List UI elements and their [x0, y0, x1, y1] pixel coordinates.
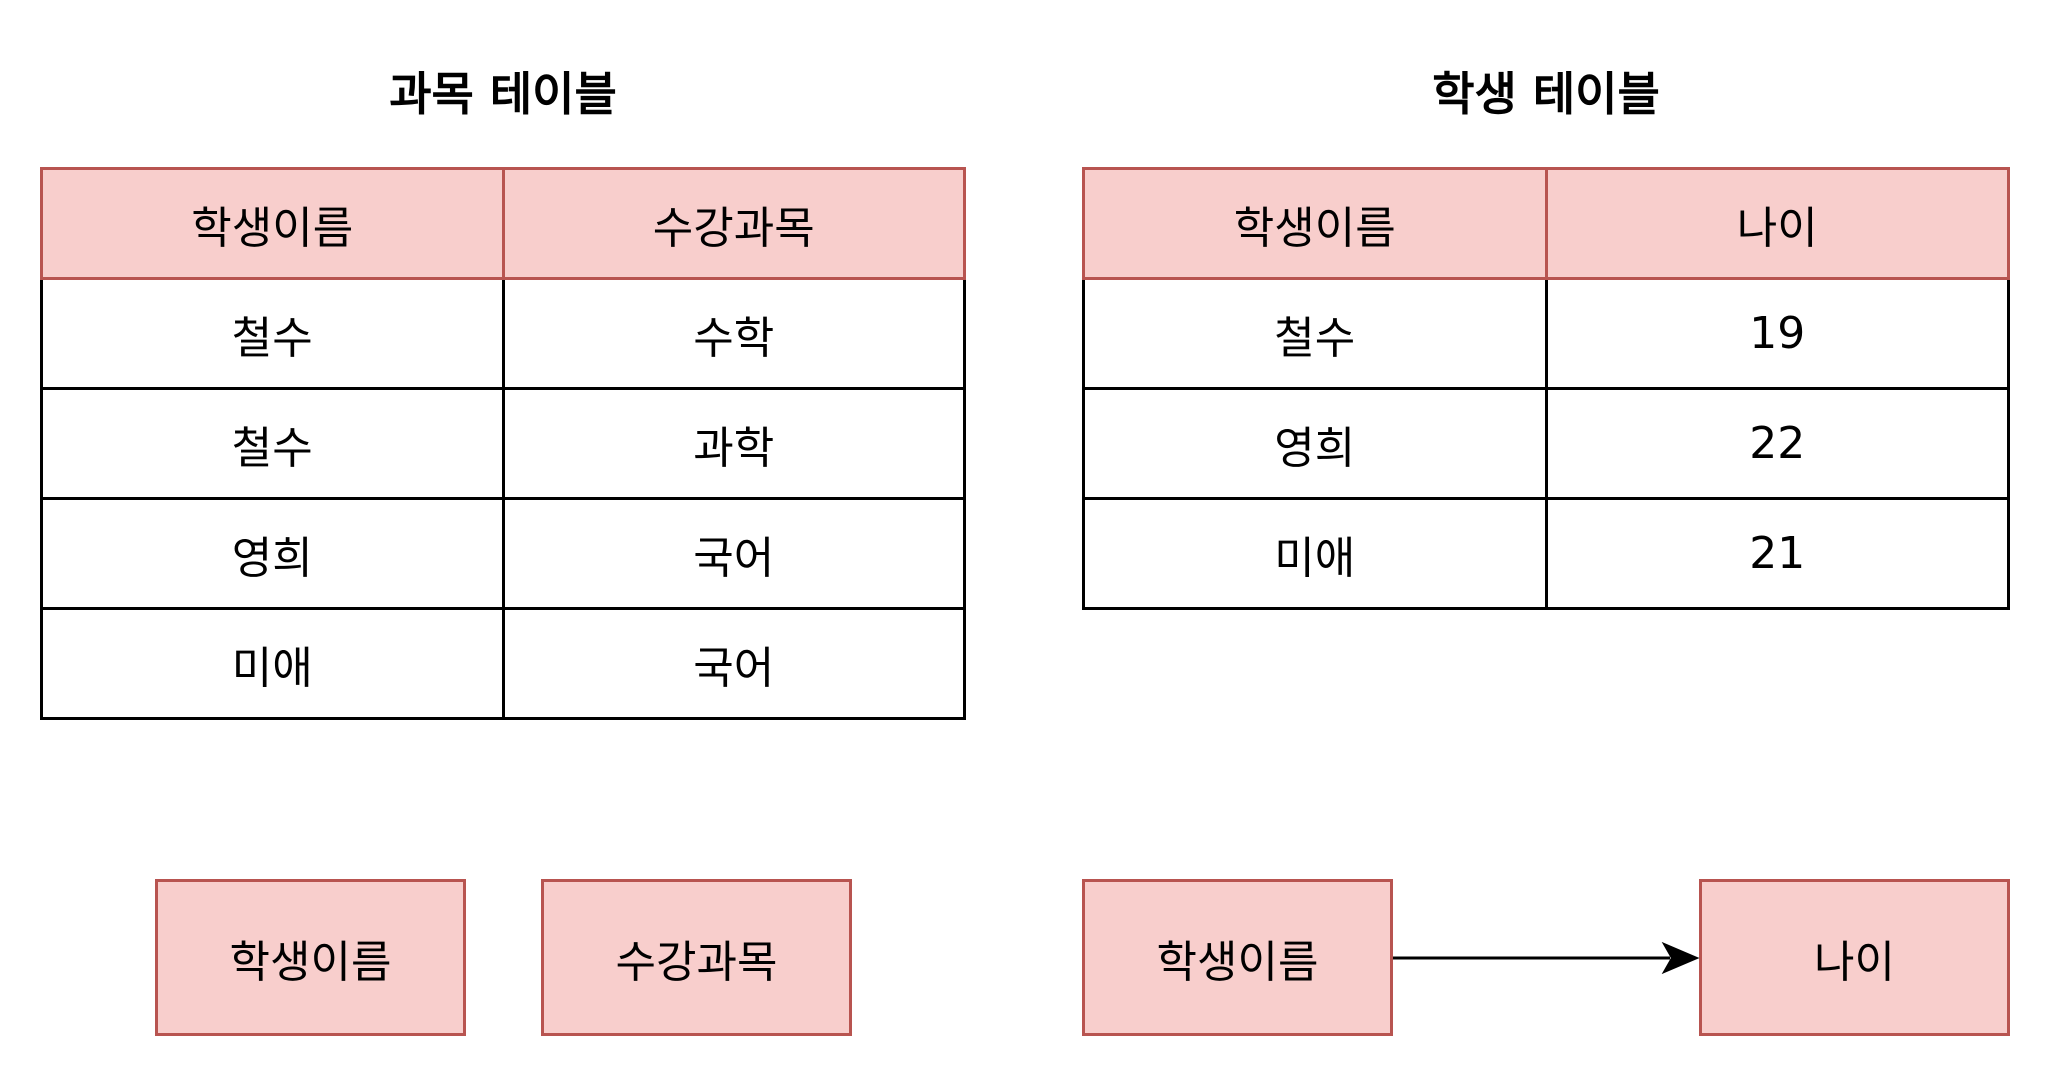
table-cell: 영희	[40, 497, 505, 610]
student-table: 학생이름 나이 철수 19 영희 22 미애 21	[1082, 167, 2010, 610]
table-row: 미애 국어	[40, 607, 966, 720]
table-row: 영희 22	[1082, 387, 2010, 500]
subject-table-title: 과목 테이블	[389, 67, 617, 121]
table-cell: 과학	[501, 387, 966, 500]
table-cell: 미애	[1082, 497, 1548, 610]
table-row: 미애 21	[1082, 497, 2010, 610]
table-cell: 철수	[1082, 277, 1548, 390]
table-cell: 미애	[40, 607, 505, 720]
attribute-box-course: 수강과목	[541, 879, 852, 1036]
table-cell: 철수	[40, 277, 505, 390]
table-cell: 국어	[501, 607, 966, 720]
header-cell-student-name: 학생이름	[40, 167, 505, 280]
table-header-row: 학생이름 수강과목	[40, 167, 966, 280]
attribute-box-student-name: 학생이름	[155, 879, 466, 1036]
header-cell-age: 나이	[1544, 167, 2010, 280]
table-row: 영희 국어	[40, 497, 966, 610]
table-row: 철수 19	[1082, 277, 2010, 390]
table-cell: 국어	[501, 497, 966, 610]
header-cell-student-name: 학생이름	[1082, 167, 1548, 280]
table-row: 철수 수학	[40, 277, 966, 390]
attribute-box-age: 나이	[1699, 879, 2010, 1036]
table-cell: 철수	[40, 387, 505, 500]
table-row: 철수 과학	[40, 387, 966, 500]
table-cell: 수학	[501, 277, 966, 390]
table-cell: 22	[1544, 387, 2010, 500]
table-header-row: 학생이름 나이	[1082, 167, 2010, 280]
student-table-title: 학생 테이블	[1432, 67, 1660, 121]
subject-table: 학생이름 수강과목 철수 수학 철수 과학 영희 국어 미애 국어	[40, 167, 966, 720]
table-cell: 19	[1544, 277, 2010, 390]
table-cell: 21	[1544, 497, 2010, 610]
attribute-box-student-name-dep: 학생이름	[1082, 879, 1393, 1036]
table-cell: 영희	[1082, 387, 1548, 500]
header-cell-course: 수강과목	[501, 167, 966, 280]
